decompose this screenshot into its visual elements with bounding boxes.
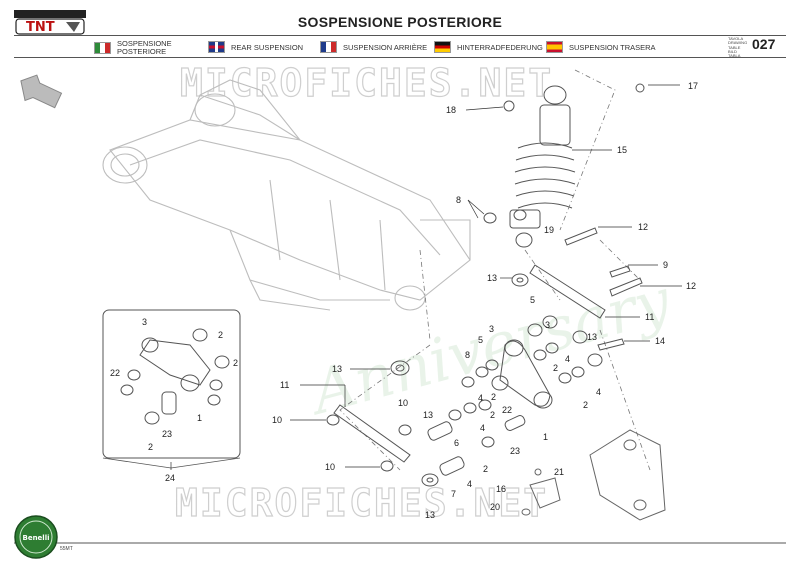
callout-label: 2 <box>583 400 588 410</box>
callout-label: 10 <box>325 462 335 472</box>
table-word: DRAWING <box>728 40 748 46</box>
table-number: 027 <box>752 36 776 52</box>
callout-label: 13 <box>487 273 497 283</box>
table-word: TAVOLA <box>728 36 744 41</box>
lang-de: HINTERRADFEDERUNG <box>434 41 543 53</box>
callout-label: 3 <box>489 324 494 334</box>
table-word-stack: TAVOLA DRAWING TABLE BILD TABLA <box>728 36 748 59</box>
callout-label: 20 <box>490 502 500 512</box>
callout-label: 12 <box>686 281 696 291</box>
lang-label-de: HINTERRADFEDERUNG <box>457 42 543 52</box>
callout-label: 2 <box>553 363 558 373</box>
callout-label: 16 <box>496 484 506 494</box>
direction-arrow-icon <box>20 74 63 109</box>
callout-label: 7 <box>451 489 456 499</box>
callout-label: 2 <box>483 464 488 474</box>
callout-label: 10 <box>398 398 408 408</box>
link-rods <box>333 227 643 463</box>
callout-label: 13 <box>425 510 435 520</box>
svg-text:TNT: TNT <box>26 20 55 35</box>
callout-label: 19 <box>544 225 554 235</box>
lang-label-it: SOSPENSIONE POSTERIORE <box>117 39 172 56</box>
lang-label-fr: SUSPENSION ARRIÈRE <box>343 42 428 52</box>
washers-bushings <box>326 83 645 487</box>
header-bottom-rule <box>14 57 786 58</box>
callouts: 17 18 15 8 19 12 9 12 13 11 5 13 14 3 5 … <box>110 81 698 520</box>
callout-label: 11 <box>280 380 289 390</box>
mounting-bracket <box>521 429 666 521</box>
callout-label: 4 <box>565 354 570 364</box>
shock-absorber <box>509 85 576 248</box>
brand-logo: TNT <box>14 10 86 35</box>
footer-code: 55MT <box>60 546 73 552</box>
watermark-anniversary: Anniversary <box>300 265 679 429</box>
callout-label: 13 <box>587 332 597 342</box>
callout-label: 9 <box>663 260 668 270</box>
callout-label: 3 <box>142 317 147 327</box>
brand-badge-text: Benelli <box>22 534 49 542</box>
callout-label: 23 <box>510 446 520 456</box>
lang-label-en: REAR SUSPENSION <box>231 42 304 52</box>
rocker-arm <box>491 339 553 409</box>
callout-label: 23 <box>162 429 172 439</box>
callout-label: 17 <box>688 81 698 91</box>
flag-fr-icon <box>320 41 337 53</box>
callout-label: 13 <box>332 364 342 374</box>
flag-es-icon <box>546 41 563 53</box>
header: TNT SOSPENSIONE POSTERIORE SOSPENSIONE P… <box>0 0 800 60</box>
callout-label: 3 <box>545 320 550 330</box>
callout-label: 24 <box>165 473 175 483</box>
table-word: BILD <box>728 48 737 54</box>
brand-badge: Benelli <box>14 515 58 559</box>
flag-it-icon <box>94 42 111 54</box>
table-word: TABLA <box>728 53 741 59</box>
callout-label: 8 <box>465 350 470 360</box>
watermark-site-top: MICROFICHES.NET <box>180 61 553 105</box>
callout-label: 21 <box>554 467 564 477</box>
callout-label: 13 <box>423 410 433 420</box>
lang-label-es: SUSPENSION TRASERA <box>569 42 656 52</box>
callout-label: 15 <box>617 145 627 155</box>
flag-uk-icon <box>208 41 225 53</box>
lang-it: SOSPENSIONE POSTERIORE <box>94 40 197 56</box>
flag-de-icon <box>434 41 451 53</box>
lang-fr: SUSPENSION ARRIÈRE <box>320 41 427 53</box>
callout-label: 22 <box>502 405 512 415</box>
lang-en: REAR SUSPENSION <box>208 41 303 53</box>
leader-lines <box>170 84 682 470</box>
table-word: TABLE <box>728 44 741 50</box>
page-title: SOSPENSIONE POSTERIORE <box>297 14 503 30</box>
callout-label: 4 <box>596 387 601 397</box>
callout-label: 2 <box>218 330 223 340</box>
callout-label: 1 <box>197 413 202 423</box>
callout-label: 8 <box>456 195 461 205</box>
callout-label: 4 <box>480 423 485 433</box>
callout-label: 4 <box>467 479 472 489</box>
callout-label: 5 <box>478 335 483 345</box>
reference-lines <box>339 69 651 471</box>
callout-label: 18 <box>446 105 456 115</box>
callout-label: 22 <box>110 368 120 378</box>
lang-es: SUSPENSION TRASERA <box>546 41 656 53</box>
callout-label: 2 <box>490 410 495 420</box>
header-top-rule <box>14 35 786 36</box>
callout-label: 4 <box>478 393 483 403</box>
callout-label: 1 <box>543 432 548 442</box>
callout-label: 10 <box>272 415 282 425</box>
callout-label: 12 <box>638 222 648 232</box>
swingarm-frame <box>102 79 471 311</box>
callout-label: 2 <box>148 442 153 452</box>
callout-label: 5 <box>530 295 535 305</box>
callout-label: 2 <box>233 358 238 368</box>
inset-detail <box>102 309 241 469</box>
callout-label: 6 <box>454 438 459 448</box>
callout-label: 14 <box>655 336 665 346</box>
callout-label: 2 <box>491 392 496 402</box>
callout-label: 11 <box>645 312 654 322</box>
watermark-site-bottom: MICROFICHES.NET <box>175 481 548 525</box>
